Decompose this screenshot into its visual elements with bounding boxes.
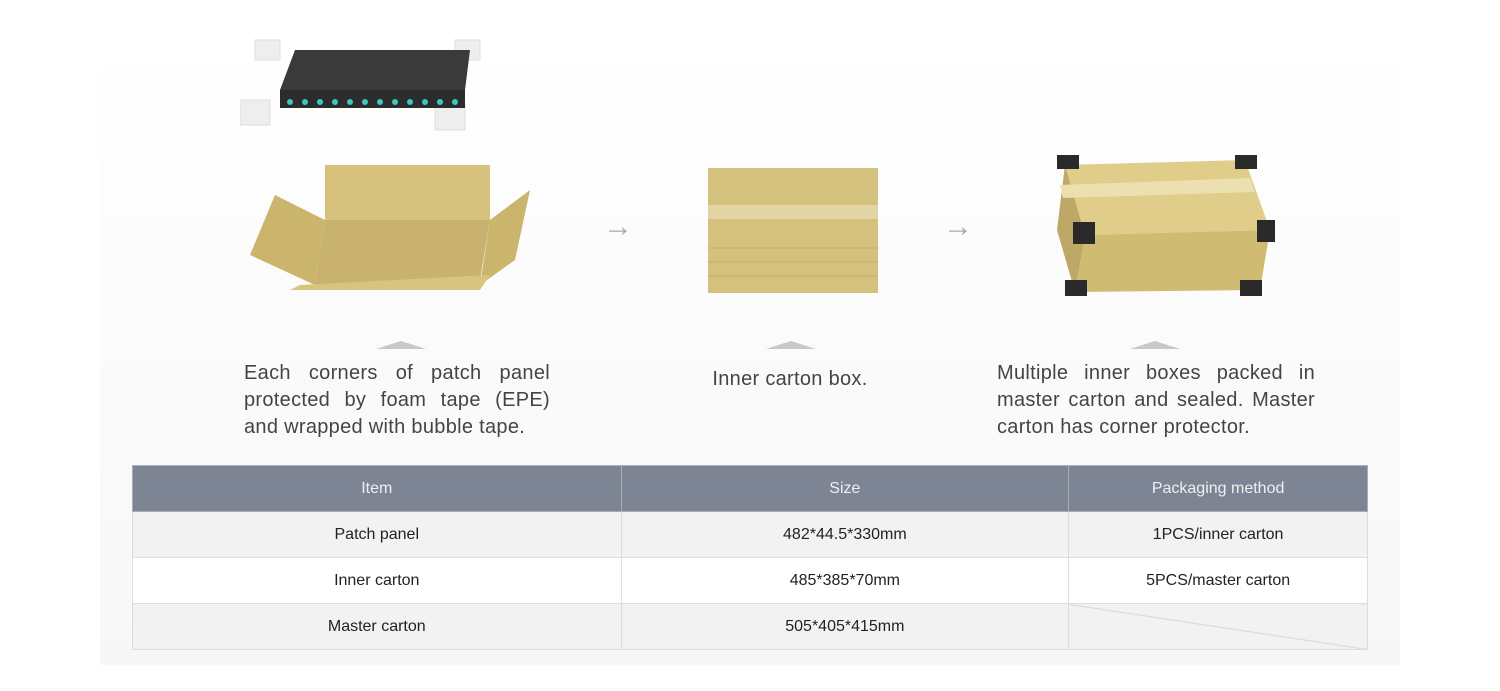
cell-item: Master carton xyxy=(132,603,622,650)
header-size: Size xyxy=(620,465,1070,512)
packaging-table: Item Size Packaging method Patch panel 4… xyxy=(132,465,1368,650)
cell-size: 482*44.5*330mm xyxy=(620,511,1070,558)
cell-size: 485*385*70mm xyxy=(620,557,1070,604)
caption-line: and wrapped with bubble tape. xyxy=(244,416,526,438)
table-header-row: Item Size Packaging method xyxy=(132,465,1368,512)
arrow-icon: → xyxy=(943,210,973,243)
caption-line: Multiple inner boxes packed in xyxy=(997,362,1315,384)
table-row: Inner carton 485*385*70mm 5PCS/master ca… xyxy=(132,557,1368,604)
table-row: Patch panel 482*44.5*330mm 1PCS/inner ca… xyxy=(132,511,1368,558)
cell-method-empty xyxy=(1068,603,1368,650)
caption-line: Each corners of patch panel xyxy=(244,362,550,384)
header-packaging-method: Packaging method xyxy=(1068,465,1368,512)
arrow-icon: → xyxy=(603,210,633,243)
caption-line: master carton and sealed. Master xyxy=(997,389,1315,411)
cell-item: Patch panel xyxy=(132,511,622,558)
step-marker xyxy=(376,341,426,349)
step-marker xyxy=(766,341,816,349)
step-2-caption: Inner carton box. xyxy=(712,368,868,390)
caption-line: protected by foam tape (EPE) xyxy=(244,389,550,411)
step-3-caption: Multiple inner boxes packed in master ca… xyxy=(997,360,1315,441)
patch-panel-open-carton-illustration xyxy=(240,39,530,290)
inner-carton-illustration xyxy=(708,168,878,293)
cell-item: Inner carton xyxy=(132,557,622,604)
step-1-caption: Each corners of patch panel protected by… xyxy=(244,360,550,441)
table-row: Master carton 505*405*415mm xyxy=(132,603,1368,650)
cell-method: 1PCS/inner carton xyxy=(1068,511,1368,558)
step-marker xyxy=(1130,341,1180,349)
cell-size: 505*405*415mm xyxy=(620,603,1070,650)
caption-line: carton has corner protector. xyxy=(997,416,1250,438)
cell-method: 5PCS/master carton xyxy=(1068,557,1368,604)
master-carton-illustration xyxy=(1057,155,1275,296)
header-item: Item xyxy=(132,465,622,512)
